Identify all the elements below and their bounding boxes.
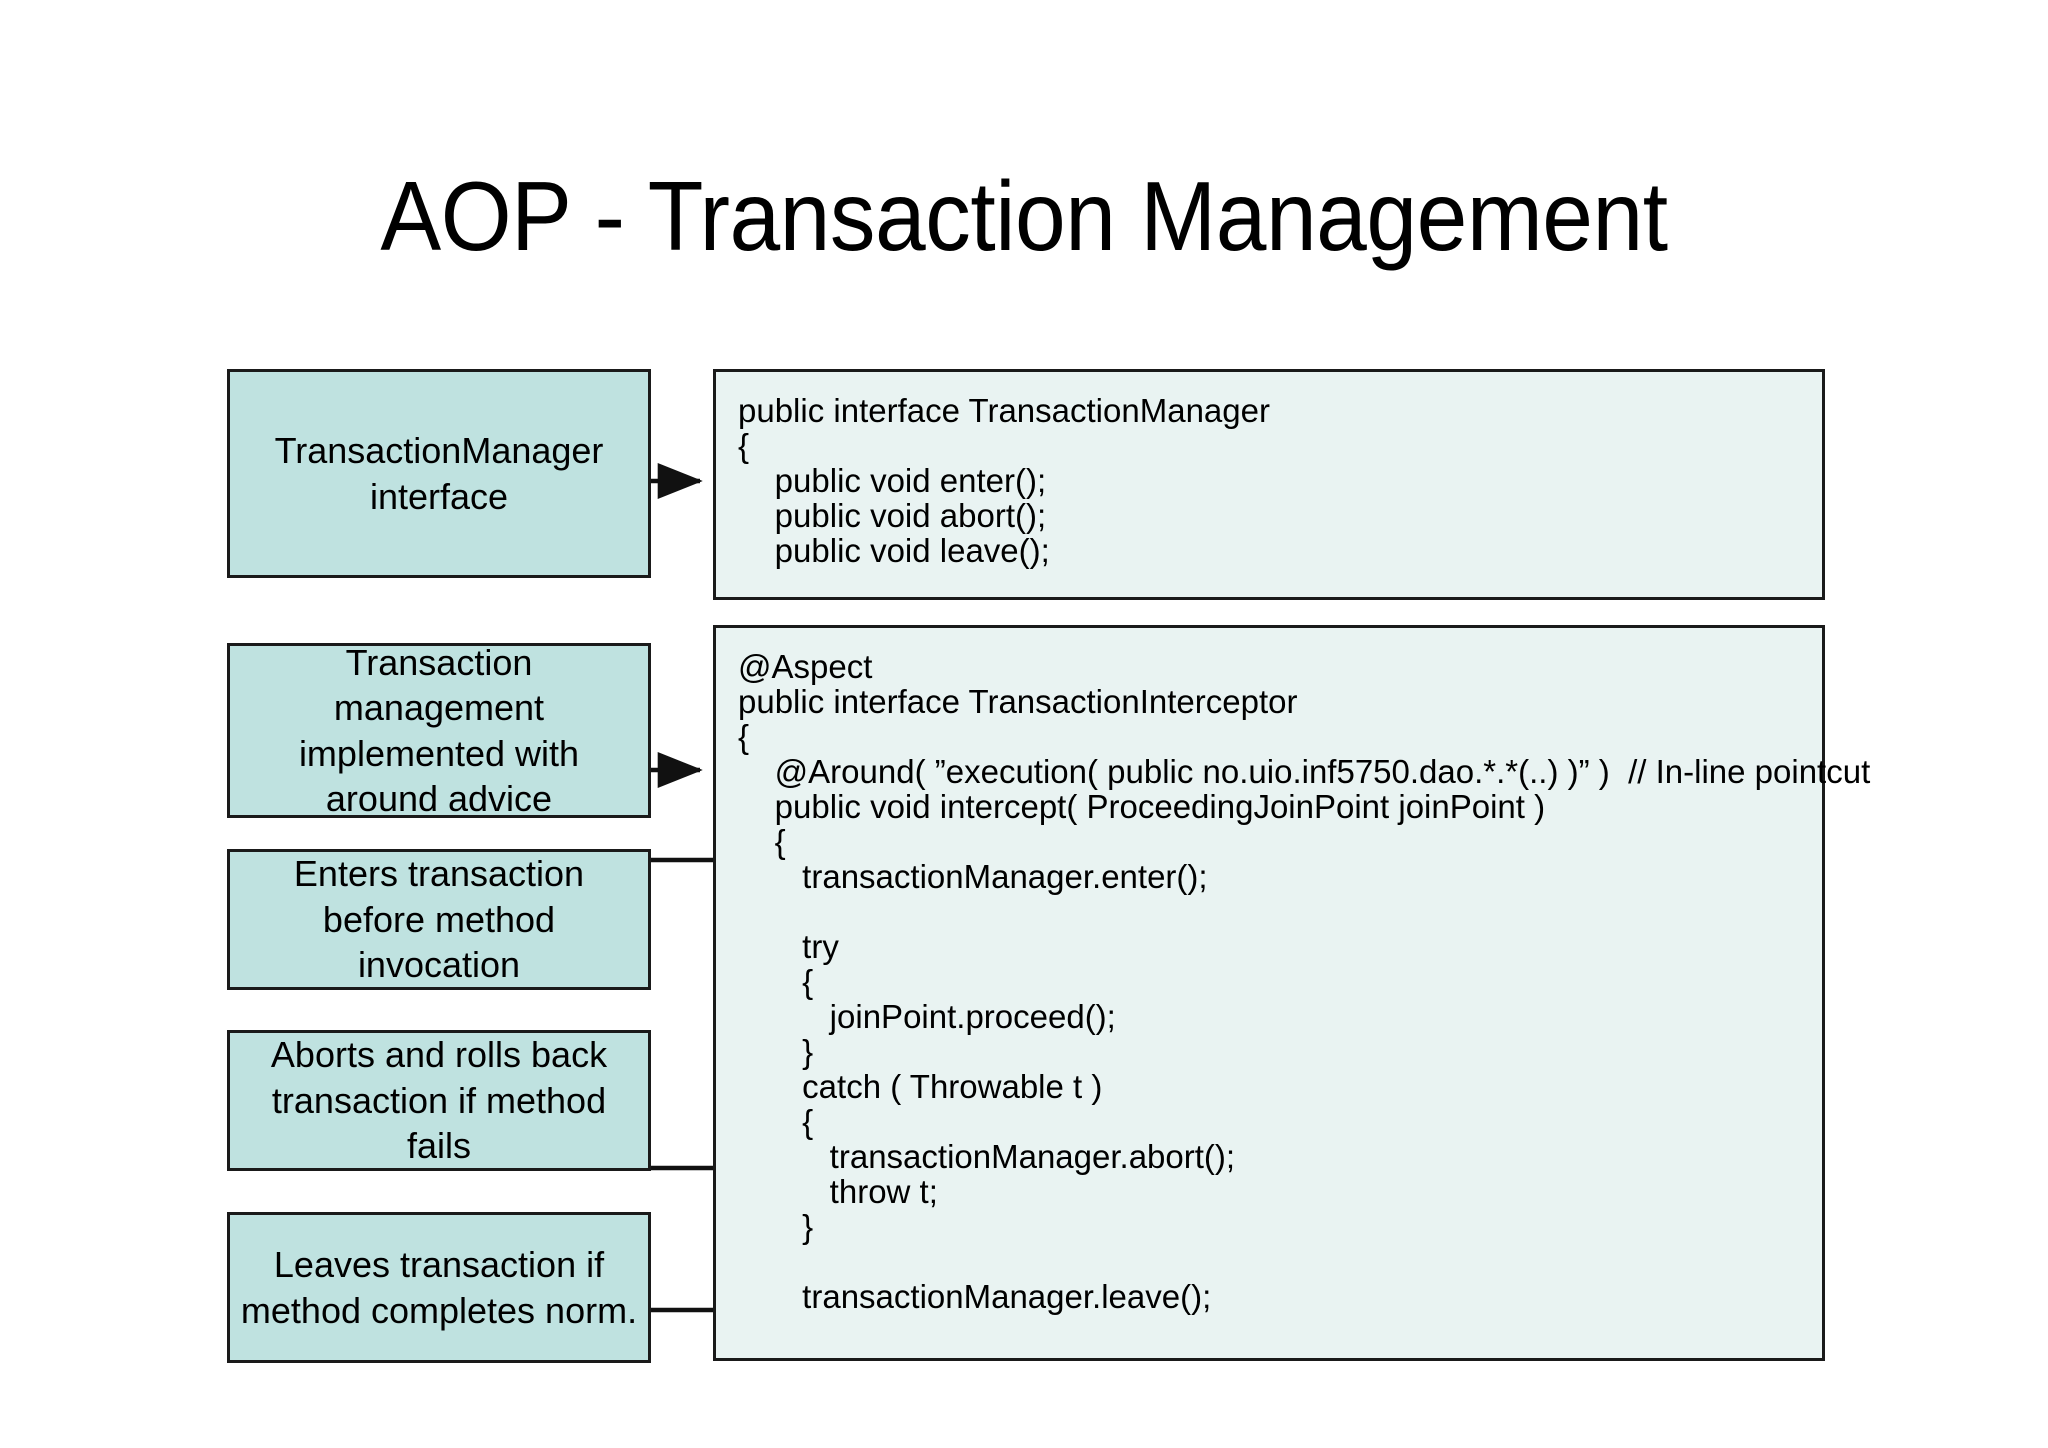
code-line: } [738,1208,814,1245]
page-title: AOP - Transaction Management [380,161,1668,271]
label-box-text: Transaction management implemented with … [298,641,580,819]
label-box-enters-transaction[interactable]: Enters transaction before method invocat… [227,849,651,990]
code-line: transactionManager.abort(); [738,1138,1236,1175]
code-line: joinPoint.proceed(); [738,998,1116,1035]
code-line: public interface TransactionInterceptor [738,683,1298,720]
code-line: public void leave(); [738,532,1050,569]
code-block-transaction-manager: public interface TransactionManager{ pub… [713,369,1825,600]
code-line [738,1245,1822,1280]
label-box-text: TransactionManager interface [274,430,604,517]
label-box-text: Enters transaction before method invocat… [293,853,585,986]
label-box-text: Leaves transaction if method completes n… [240,1244,638,1331]
code-line: catch ( Throwable t ) [738,1068,1103,1105]
code-line: { [738,963,814,1000]
code-line: public void enter(); [738,462,1047,499]
code-line [738,895,1822,930]
label-box-transaction-manager-interface[interactable]: TransactionManager interface [227,369,651,578]
code-line: public interface TransactionManager [738,392,1270,429]
code-line: @Aspect [738,648,873,685]
label-box-leaves-transaction[interactable]: Leaves transaction if method completes n… [227,1212,651,1363]
label-box-text: Aborts and rolls back transaction if met… [270,1034,608,1167]
code-line: public void abort(); [738,497,1047,534]
code-line: { [738,427,750,464]
code-line: throw t; [738,1173,938,1210]
code-line: transactionManager.enter(); [738,858,1208,895]
code-line: @Around( ”execution( public no.uio.inf57… [738,753,1871,790]
code-line: { [738,1103,814,1140]
code-line: { [738,718,750,755]
code-line: } [738,1033,814,1070]
code-line: transactionManager.leave(); [738,1278,1212,1315]
label-box-aborts-rolls-back[interactable]: Aborts and rolls back transaction if met… [227,1030,651,1171]
label-box-around-advice[interactable]: Transaction management implemented with … [227,641,651,819]
code-line: { [738,823,786,860]
code-line: try [738,928,839,965]
code-line: public void intercept( ProceedingJoinPoi… [738,788,1546,825]
